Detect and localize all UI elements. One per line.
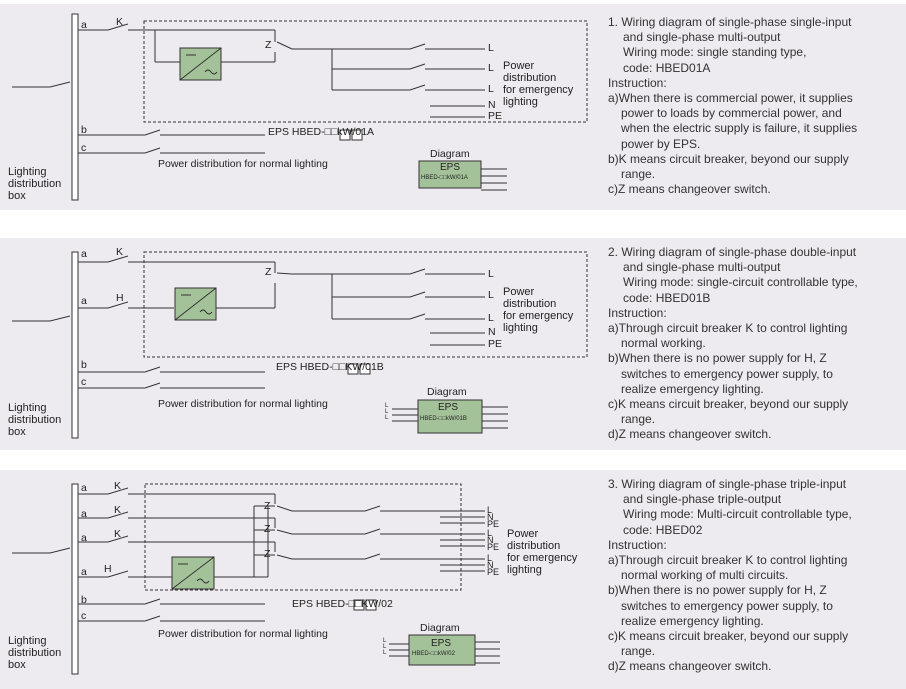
description-1: 1. Wiring diagram of single-phase single… [608,15,858,197]
wiring-panel-3: a a a a b c K K K H Z Z Z L N PE L N PE … [0,470,906,689]
output-pe: PE [488,110,503,122]
breaker-h-label: H [104,563,112,575]
mini-eps-label: EPS [431,638,452,649]
mini-code-label: HBED-□□kW/02 [412,651,455,657]
eps-model-label: EPS HBED-□□KW/02 [292,598,393,610]
feeder-a2-label: a [81,508,87,520]
output-n2: N [487,535,494,545]
output-l2: L [487,528,493,538]
wiring-diagram-2 [12,251,588,439]
normal-lighting-label: Power distribution for normal lighting [158,398,328,410]
eps-model-label: EPS HBED-□□kW/01A [268,126,375,138]
output-n: N [488,99,496,111]
power-distribution-label: Power distribution for emergency lightin… [503,286,574,334]
changeover-z3-label: Z [264,548,271,560]
feeder-a-label: a [81,19,87,31]
wiring-diagram-1 [12,13,588,201]
power-distribution-label: Power distribution for emergency lightin… [503,60,574,108]
feeder-b-label: b [81,594,87,606]
output-n1: N [487,512,494,522]
feeder-a1-label: a [81,482,87,494]
output-n3: N [487,560,494,570]
output-pe2: PE [487,542,500,552]
feeder-b-label: b [81,124,87,136]
wiring-diagram-3 [12,483,500,675]
output-pe: PE [488,338,503,350]
mini-input-l1: L [385,403,389,409]
lighting-box-label: Lighting distribution box [8,166,62,202]
mini-input-l2: L [385,409,389,415]
changeover-z-label: Z [265,266,272,278]
feeder-c-label: c [81,610,87,622]
output-l1: L [488,42,494,54]
output-l1: L [487,505,493,515]
output-l3: L [488,312,494,324]
mini-eps-label: EPS [440,162,461,173]
mini-input-l3: L [383,650,387,656]
breaker-k1-label: K [114,480,122,492]
output-n: N [488,326,496,338]
mini-code-label: HBED-□□kW/01B [420,416,467,422]
normal-lighting-label: Power distribution for normal lighting [158,628,328,640]
feeder-a2-label: a [81,295,87,307]
output-pe1: PE [487,519,500,529]
description-2: 2. Wiring diagram of single-phase double… [608,245,858,442]
feeder-a1-label: a [81,248,87,260]
output-l2: L [488,289,494,301]
feeder-c-label: c [81,376,87,388]
mini-diagram-title: Diagram [420,622,460,634]
changeover-z1-label: Z [264,500,271,512]
description-3: 3. Wiring diagram of single-phase triple… [608,477,852,674]
breaker-h-label: H [116,292,124,304]
changeover-z-label: Z [265,39,272,51]
output-l2: L [488,62,494,74]
feeder-c-label: c [81,142,87,154]
mini-input-l1: L [383,638,387,644]
mini-diagram-title: Diagram [430,148,470,160]
mini-input-l2: L [383,644,387,650]
wiring-panel-1: a b c K Z L L L N PE Power distribution … [0,4,906,210]
output-pe3: PE [487,567,500,577]
mini-input-l3: L [385,415,389,421]
feeder-a4-label: a [81,566,87,578]
breaker-k-label: K [116,246,124,258]
lighting-box-label: Lighting distribution box [8,402,62,438]
wiring-panel-2: a a b c K H Z L L L N PE Power distribut… [0,238,906,450]
lighting-box-label: Lighting distribution box [8,635,62,671]
output-l3: L [487,553,493,563]
output-l1: L [488,268,494,280]
normal-lighting-label: Power distribution for normal lighting [158,158,328,170]
mini-code-label: HBED-□□kW/01A [421,175,468,181]
output-l3: L [488,83,494,95]
mini-eps-label: EPS [438,402,459,413]
eps-model-label: EPS HBED-□□KW/01B [276,361,384,373]
breaker-k-label: K [116,16,124,28]
breaker-k3-label: K [114,528,122,540]
mini-diagram-title: Diagram [427,386,467,398]
feeder-b-label: b [81,359,87,371]
breaker-k2-label: K [114,504,122,516]
power-distribution-label: Power distribution for emergency lightin… [507,528,578,576]
changeover-z2-label: Z [264,523,271,535]
feeder-a3-label: a [81,532,87,544]
